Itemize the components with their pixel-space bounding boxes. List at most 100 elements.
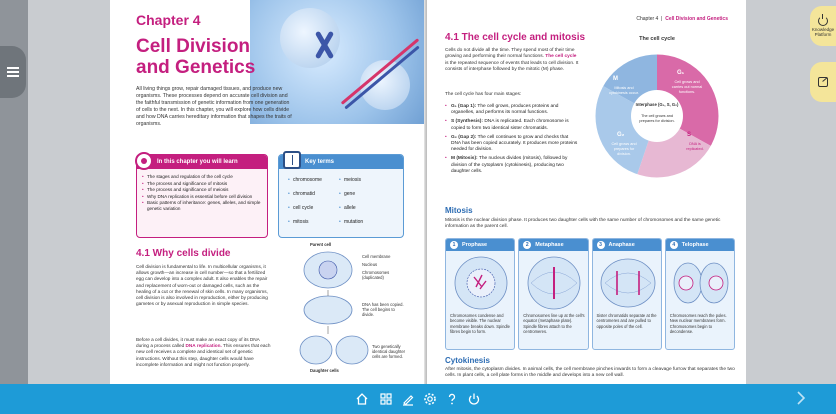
phase-name: Anaphase xyxy=(608,242,635,248)
phase-g2-text: Cell grows and prepares for division. xyxy=(611,142,637,156)
phase-card-prophase: 1 Prophase Chromosomes condense and becom… xyxy=(445,238,516,350)
cell-cycle-stages: G₁ (Gap 1): The cell grows, produces pro… xyxy=(445,104,579,178)
body-text-2: Before a cell divides, it must make an e… xyxy=(136,337,271,367)
stage-item: G₁ (Gap 1): The cell grows, produces pro… xyxy=(445,104,579,116)
key-term: mutation xyxy=(339,219,395,225)
body-text: Cell division is fundamental to life. In… xyxy=(136,264,268,307)
key-term: meiosis xyxy=(339,177,395,183)
phase-name: Telophase xyxy=(681,242,709,248)
mitosis-title: Mitosis xyxy=(445,206,473,215)
phase-number: 4 xyxy=(669,241,678,249)
power-icon xyxy=(818,13,828,26)
chapter-intro: All living things grow, repair damaged t… xyxy=(136,86,292,127)
help-button[interactable] xyxy=(444,391,460,407)
daughter-cells-label: Daughter cells xyxy=(310,368,339,373)
running-head: Chapter 4 | Cell Division and Genetics xyxy=(636,16,728,22)
key-term: cell cycle xyxy=(288,205,344,211)
right-rail xyxy=(746,0,836,384)
interphase-text: The cell grows and prepares for division… xyxy=(639,114,675,123)
gear-icon xyxy=(424,393,436,405)
key-term: mitosis xyxy=(288,219,344,225)
hero-illustration xyxy=(250,0,426,124)
chapter-number: Chapter 4 xyxy=(136,12,201,28)
parent-cell-label: Parent cell xyxy=(310,242,332,247)
chevron-right-icon xyxy=(797,391,806,405)
learn-item: The process and significance of mitosis xyxy=(142,181,261,187)
cell-cycle-diagram: The cell cycle M Mitosis and cytokinesis… xyxy=(587,36,727,186)
grid-button[interactable] xyxy=(378,391,394,407)
key-term: gene xyxy=(339,191,395,197)
book-gutter xyxy=(424,0,429,384)
interphase-label: Interphase (G₁, S, G₂) xyxy=(635,102,679,107)
label-two-cells: Two genetically identical daughter cells… xyxy=(372,344,406,359)
key-term: allele xyxy=(339,205,395,211)
phase-caption: Sister chromatids separate at the centro… xyxy=(596,313,657,329)
key-terms-title: Key terms xyxy=(279,155,403,169)
target-icon xyxy=(135,152,153,170)
phase-m-label: M xyxy=(613,76,618,82)
power-icon xyxy=(468,393,480,405)
help-icon xyxy=(448,393,456,405)
key-term: chromatid xyxy=(288,191,344,197)
key-terms-box: Key terms chromosome meiosis chromatid g… xyxy=(278,151,404,238)
phase-number: 3 xyxy=(596,241,605,249)
section-title: 4.1 Why cells divide xyxy=(136,248,231,259)
phase-caption: Chromosomes condense and become visible.… xyxy=(450,313,510,335)
left-page: Chapter 4 Cell Division and Genetics All… xyxy=(110,0,426,384)
learn-box: In this chapter you will learn The stage… xyxy=(135,152,268,238)
phase-number: 1 xyxy=(450,241,458,249)
learn-item: The process and significance of meiosis xyxy=(142,187,261,193)
label-membrane: Cell membrane xyxy=(362,254,391,259)
phase-g1-label: G₁ xyxy=(677,70,685,76)
grid-icon xyxy=(380,393,392,405)
phase-caption: Chromosomes line up at the cell's equato… xyxy=(523,313,585,335)
next-page-button[interactable] xyxy=(796,390,806,411)
phase-number: 2 xyxy=(523,241,532,249)
label-nucleus: Nucleus xyxy=(362,262,378,267)
bottom-toolbar xyxy=(0,384,836,414)
label-dna-copied: DNA has been copied. The cell begins to … xyxy=(362,302,404,317)
stage-item: S (Synthesis): DNA is replicated. Each c… xyxy=(445,119,579,131)
body-text: Cells do not divide all the time. They s… xyxy=(445,48,579,72)
home-icon xyxy=(356,393,368,405)
cell-division-diagram: Parent cell Cell membrane Nucleus Chromo… xyxy=(280,240,410,380)
phase-name: Prophase xyxy=(462,242,488,248)
right-page: Chapter 4 | Cell Division and Genetics 4… xyxy=(427,0,746,384)
stage-item: M (Mitosis): The nucleus divides (mitosi… xyxy=(445,156,579,175)
pen-button[interactable] xyxy=(400,391,416,407)
notes-button[interactable] xyxy=(810,62,836,102)
phase-g1-text: Cell grows and carries out normal functi… xyxy=(671,80,703,94)
cycle-title: The cell cycle xyxy=(639,36,675,42)
key-term: chromosome xyxy=(288,177,344,183)
mitosis-phases: 1 Prophase Chromosomes condense and becom… xyxy=(445,238,735,350)
phase-caption: Chromosomes reach the poles. New nuclear… xyxy=(669,313,727,335)
section-title: 4.1 The cell cycle and mitosis xyxy=(445,32,586,43)
learn-box-title: In this chapter you will learn xyxy=(137,155,267,169)
exit-button[interactable]: Knowledge Platform xyxy=(810,6,836,46)
phase-m-text: Mitosis and cytokinesis occur. xyxy=(609,86,639,95)
phase-s-text: DNA is replicated. xyxy=(686,142,704,151)
hamburger-icon xyxy=(7,67,19,77)
side-button-label: Knowledge Platform xyxy=(811,26,835,37)
learn-item: Why DNA replication is essential before … xyxy=(142,194,261,200)
phase-name: Metaphase xyxy=(535,242,564,248)
phase-s-label: S xyxy=(687,132,692,138)
cytokinesis-text: After mitosis, the cytoplasm divides. In… xyxy=(445,367,735,379)
learn-item: The stages and regulation of the cell cy… xyxy=(142,174,261,180)
settings-button[interactable] xyxy=(422,391,438,407)
body-text-2: The cell cycle has four main stages: xyxy=(445,92,522,97)
learn-item: Basic patterns of inheritance: genes, al… xyxy=(142,200,261,211)
mitosis-text: Mitosis is the nuclear division phase. I… xyxy=(445,218,721,230)
stage-item: G₂ (Gap 2): The cell continues to grow a… xyxy=(445,135,579,154)
menu-tab[interactable] xyxy=(0,46,26,98)
label-chromosomes: Chromosomes (duplicated) xyxy=(362,270,390,280)
chapter-title: Cell Division and Genetics xyxy=(136,36,256,78)
power-button[interactable] xyxy=(466,391,482,407)
home-button[interactable] xyxy=(354,391,370,407)
pen-icon xyxy=(403,395,414,406)
phase-g2-label: G₂ xyxy=(617,132,625,138)
note-icon xyxy=(818,77,828,87)
